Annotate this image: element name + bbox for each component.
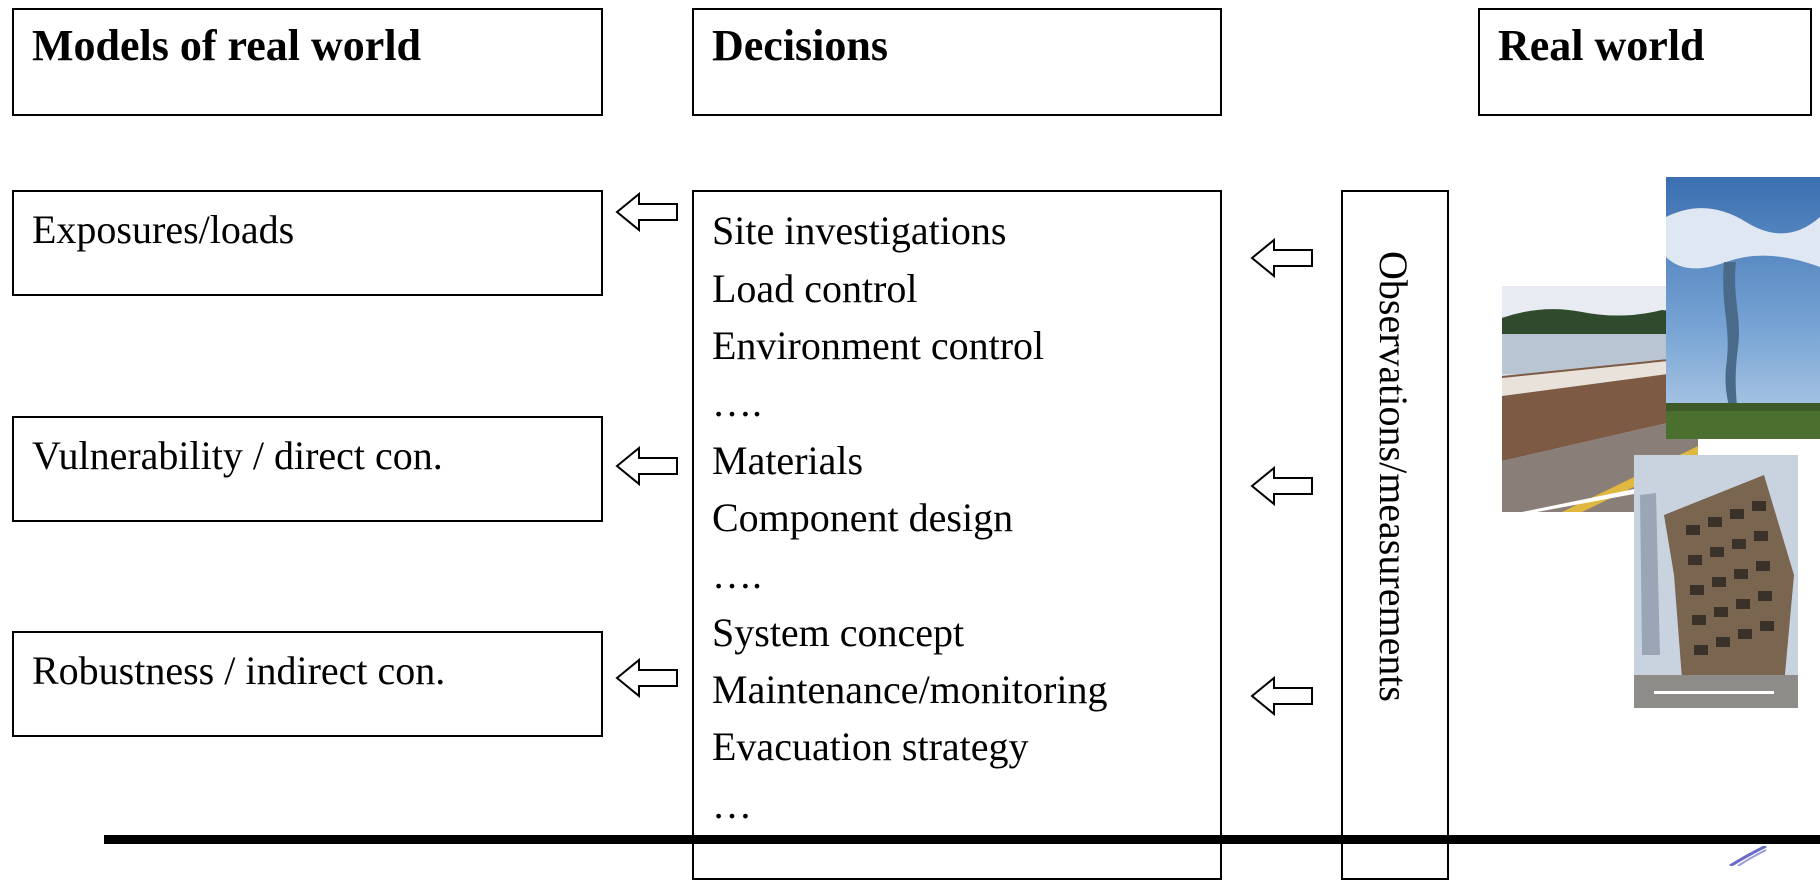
real-world-header-box: Real world (1478, 8, 1812, 116)
models-header-box: Models of real world (12, 8, 603, 116)
model-box-robustness: Robustness / indirect con. (12, 631, 603, 737)
decision-item: … (712, 782, 752, 827)
decision-item: Maintenance/monitoring (712, 667, 1108, 712)
arrow-left-icon (1250, 466, 1313, 506)
model-label-vulnerability: Vulnerability / direct con. (32, 433, 443, 478)
decision-item: Component design (712, 495, 1014, 540)
model-label-robustness: Robustness / indirect con. (32, 648, 446, 693)
observations-label: Observations/measurements (1371, 250, 1416, 702)
model-box-vulnerability: Vulnerability / direct con. (12, 416, 603, 522)
arrow-left-icon (615, 658, 678, 698)
decision-item: System concept (712, 610, 965, 655)
bottom-rule (104, 835, 1820, 844)
decisions-header: Decisions (712, 21, 888, 70)
decision-item: …. (712, 380, 762, 425)
collapsed-building-photo (1634, 455, 1798, 708)
decisions-header-box: Decisions (692, 8, 1222, 116)
arrow-left-icon (615, 192, 678, 232)
decision-item: Environment control (712, 323, 1045, 368)
arrow-left-icon (1250, 676, 1313, 716)
decision-item: Evacuation strategy (712, 724, 1029, 769)
tornado-photo (1666, 177, 1820, 439)
decisions-list-box: Site investigations Load control Environ… (692, 190, 1222, 880)
arrow-left-icon (615, 446, 678, 486)
logo-swoosh-icon (1729, 846, 1767, 866)
decision-item: …. (712, 552, 762, 597)
decision-item: Load control (712, 266, 918, 311)
arrow-left-icon (1250, 238, 1313, 278)
real-world-header: Real world (1498, 21, 1705, 70)
model-label-exposures: Exposures/loads (32, 207, 295, 252)
bridge-photo (1502, 286, 1698, 512)
observations-box (1341, 190, 1449, 880)
decision-item: Materials (712, 438, 864, 483)
models-header: Models of real world (32, 21, 422, 70)
model-box-exposures: Exposures/loads (12, 190, 603, 296)
decision-item: Site investigations (712, 208, 1007, 253)
